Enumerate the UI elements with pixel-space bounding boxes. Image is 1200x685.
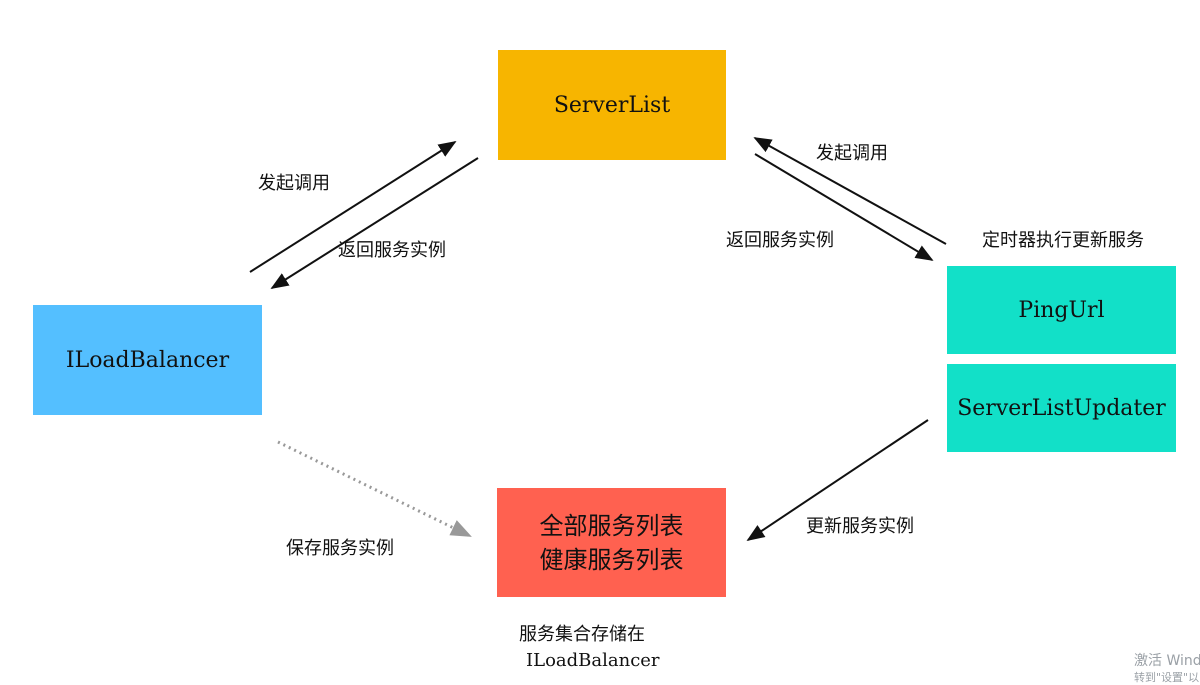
iload-balancer-label: ILoadBalancer: [65, 347, 230, 373]
server-list-updater-label: ServerListUpdater: [957, 395, 1166, 421]
update-label: 更新服务实例: [806, 516, 914, 537]
timer-label: 定时器执行更新服务: [982, 230, 1144, 251]
dashed-arrow-lb-to-lists: [277, 440, 472, 538]
service-lists-box: 全部服务列表 健康服务列表: [497, 488, 726, 597]
arrow-serverlist-to-lb: [270, 157, 479, 289]
right-invoke-label: 发起调用: [816, 143, 888, 164]
activation-watermark-line1: 激活 Wind: [1134, 653, 1200, 669]
right-return-label: 返回服务实例: [726, 230, 834, 251]
iload-balancer-box: ILoadBalancer: [33, 305, 262, 415]
left-invoke-label: 发起调用: [258, 173, 330, 194]
ping-url-label: PingUrl: [1018, 297, 1105, 323]
healthy-services-label: 健康服务列表: [539, 545, 684, 574]
storage-note-line2: ILoadBalancer: [526, 650, 660, 671]
arrow-serverlist-to-pingurl: [754, 153, 934, 261]
arrow-updater-to-lists: [746, 419, 929, 541]
storage-note-line1: 服务集合存储在: [519, 624, 645, 645]
server-list-label: ServerList: [553, 92, 671, 118]
arrow-lb-to-serverlist: [249, 141, 457, 273]
left-return-label: 返回服务实例: [338, 240, 446, 261]
server-list-updater-box: ServerListUpdater: [947, 364, 1176, 452]
ping-url-box: PingUrl: [947, 266, 1176, 354]
activation-watermark-line2: 转到"设置"以: [1134, 671, 1200, 684]
save-label: 保存服务实例: [286, 538, 394, 559]
arrow-pingurl-to-serverlist: [753, 137, 947, 245]
all-services-label: 全部服务列表: [539, 511, 684, 540]
server-list-box: ServerList: [498, 50, 726, 160]
